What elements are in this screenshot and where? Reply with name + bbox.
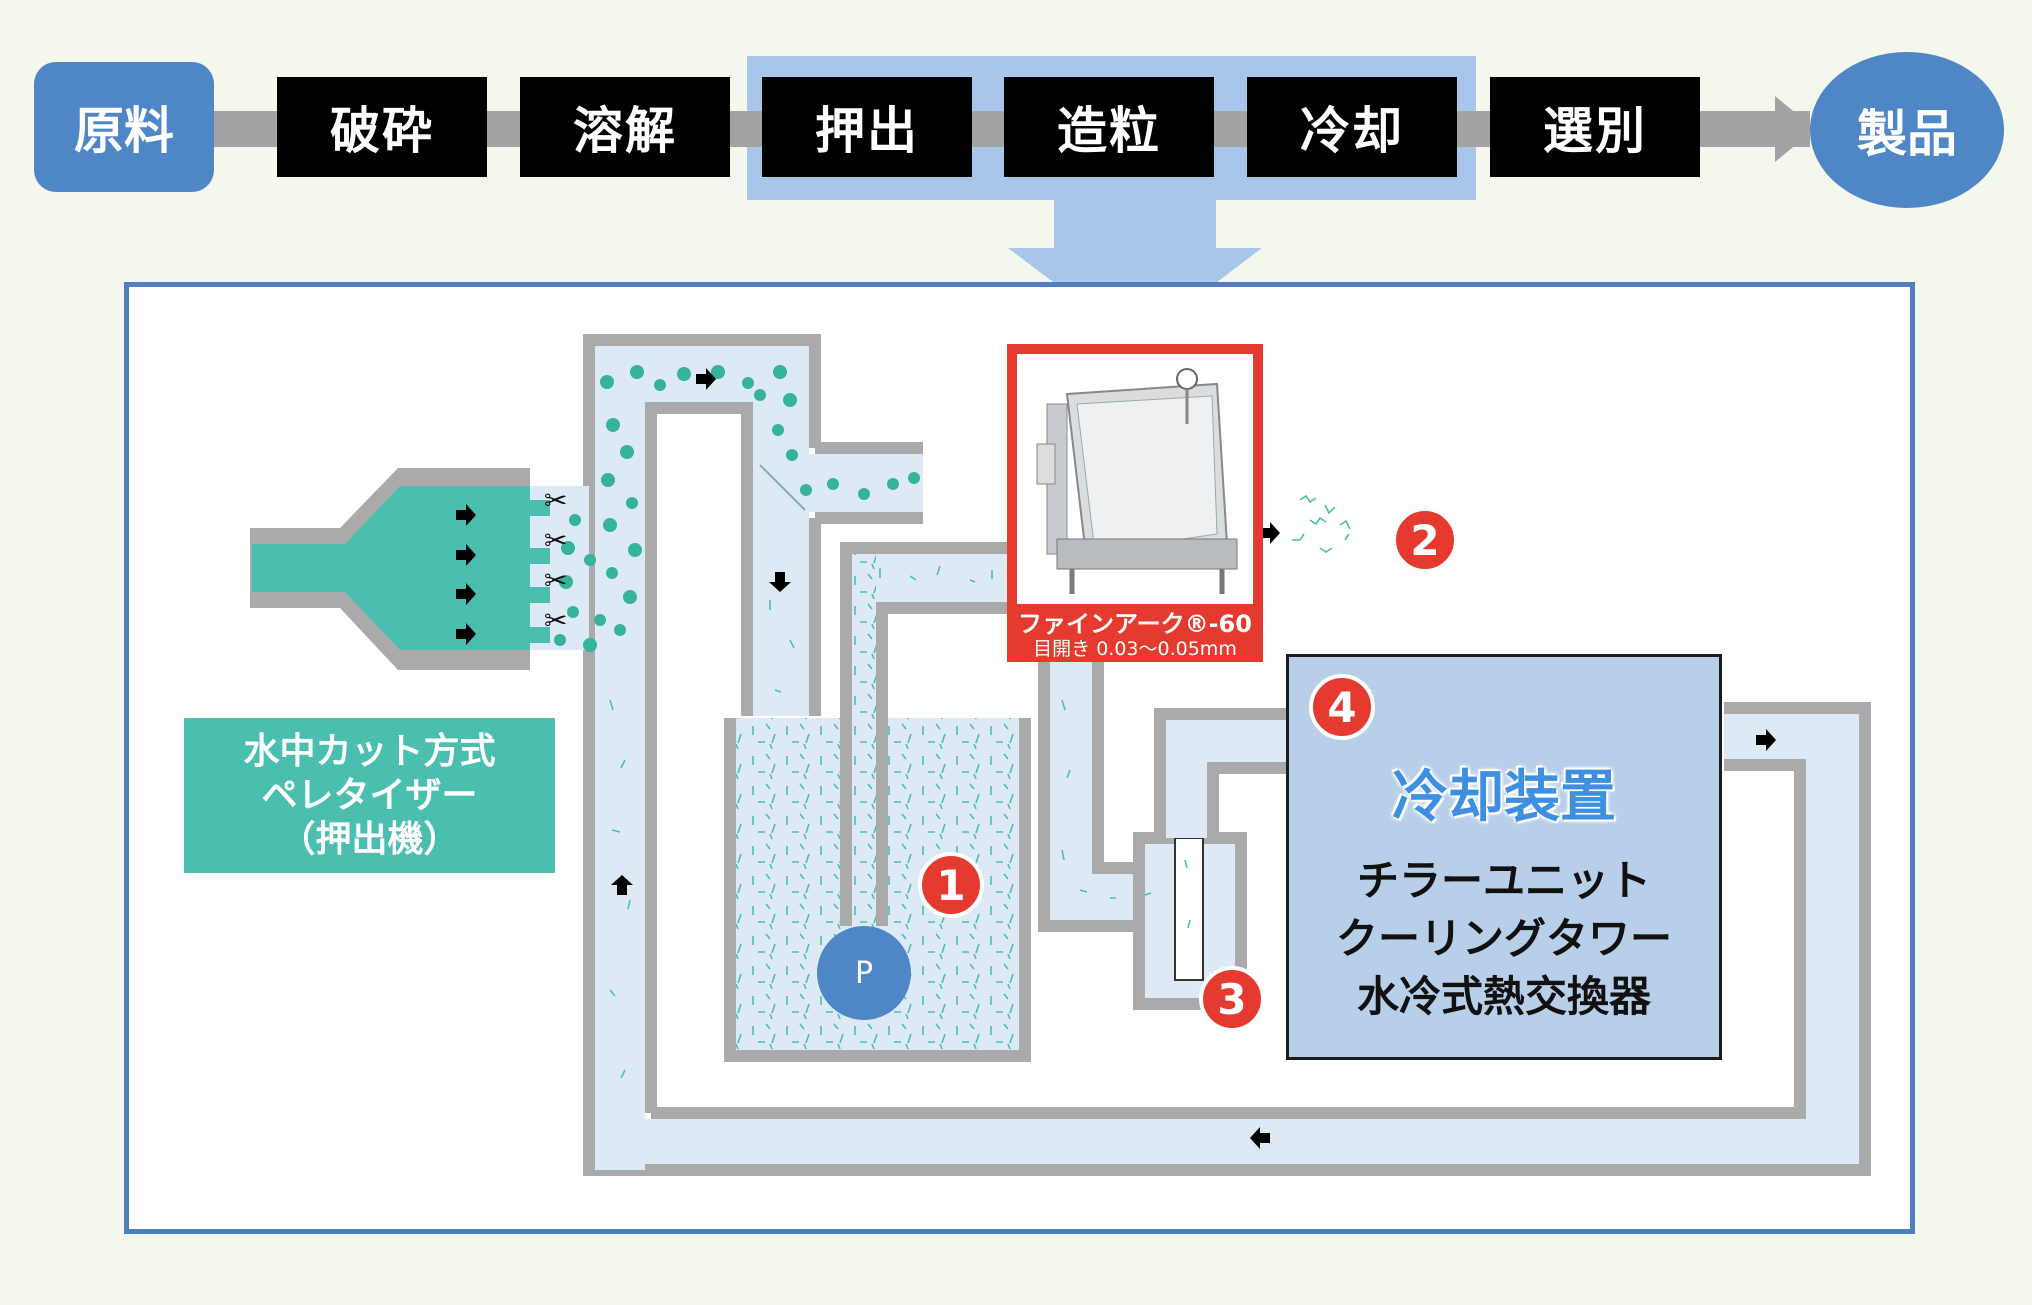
badge-label: 4 (1327, 682, 1357, 732)
badge-label: 1 (936, 860, 966, 910)
pump: P (817, 926, 911, 1020)
svg-text:✂: ✂ (544, 524, 567, 557)
cooling-device-item: クーリングタワー (1335, 914, 1672, 963)
flow-step-label: 選別 (1543, 102, 1647, 160)
flow-step: 押出 (762, 77, 972, 177)
arrow-up-icon (611, 875, 633, 895)
badge-label: 3 (1217, 974, 1247, 1024)
cooling-supply-pipe (1154, 708, 1286, 838)
cooling-device: 冷却装置 チラーユニット クーリングタワー 水冷式熱交換器 (1286, 654, 1722, 1060)
cooling-device-item: チラーユニット (1356, 856, 1651, 905)
pelletizer-label-line1: 水中カット方式 (243, 730, 496, 772)
flow-start-label: 原料 (74, 102, 174, 160)
arrow-right-icon (456, 583, 476, 605)
arrow-right-icon (1262, 522, 1280, 544)
flow-step-label: 押出 (815, 102, 919, 160)
pelletizer-label-line3: （押出機） (279, 818, 460, 860)
pelletizer-label-line2: ペレタイザー (261, 774, 478, 816)
flow-start: 原料 (34, 62, 214, 192)
pelletizer-body (250, 468, 589, 670)
flow-step-label: 溶解 (573, 102, 677, 160)
badge-3: 3 (1199, 966, 1265, 1032)
badge-1: 1 (918, 852, 984, 918)
pump-label: P (854, 955, 874, 991)
svg-text:✂: ✂ (544, 604, 567, 637)
svg-text:✂: ✂ (544, 484, 567, 517)
flow-step-label: 造粒 (1057, 102, 1161, 160)
badge-label: 2 (1410, 515, 1440, 565)
svg-text:✂: ✂ (544, 564, 567, 597)
flow-step-label: 冷却 (1300, 102, 1404, 160)
riser-pipe (583, 334, 923, 1170)
product-name: ファインアーク®-60 (1018, 610, 1252, 638)
arrow-right-icon (456, 623, 476, 645)
badge-4: 4 (1309, 674, 1375, 740)
arrow-down-icon (769, 572, 791, 592)
pump-pipe (840, 542, 1008, 926)
pellets (554, 365, 920, 652)
flow-step: 造粒 (1004, 77, 1214, 177)
flakes (609, 494, 1351, 1079)
badge-2: 2 (1392, 507, 1458, 573)
flow-step: 溶解 (520, 77, 730, 177)
product-photo (1017, 354, 1253, 604)
product-spec: 目開き 0.03〜0.05mm (1033, 638, 1237, 660)
cooling-device-item: 水冷式熱交換器 (1356, 972, 1651, 1021)
flow-arrows (456, 368, 1776, 1149)
pelletizer-label: 水中カット方式 ペレタイザー （押出機） (184, 718, 555, 873)
flow-step: 冷却 (1247, 77, 1457, 177)
arrow-down-icon (1008, 198, 1262, 344)
flow-step-label: 破砕 (330, 102, 434, 160)
product-photo-frame: ファインアーク®-60 目開き 0.03〜0.05mm (1007, 344, 1263, 662)
arrow-right-icon (456, 504, 476, 526)
flow-end-label: 製品 (1857, 105, 1957, 163)
cooling-device-title: 冷却装置 (1392, 765, 1616, 830)
flow-end: 製品 (1810, 52, 2004, 208)
arrow-left-icon (1250, 1127, 1270, 1149)
flow-step: 選別 (1490, 77, 1700, 177)
scissors-icon: ✂ ✂ ✂ ✂ (544, 484, 567, 637)
screen-machine-illustration (1036, 368, 1238, 594)
arrow-right-icon (456, 544, 476, 566)
flow-step: 破砕 (277, 77, 487, 177)
arrow-right-icon (1775, 96, 1815, 162)
arrow-right-icon (1756, 729, 1776, 751)
return-loop (583, 702, 1871, 1176)
arrow-right-icon (696, 368, 716, 390)
drain-pipe (1038, 660, 1139, 932)
